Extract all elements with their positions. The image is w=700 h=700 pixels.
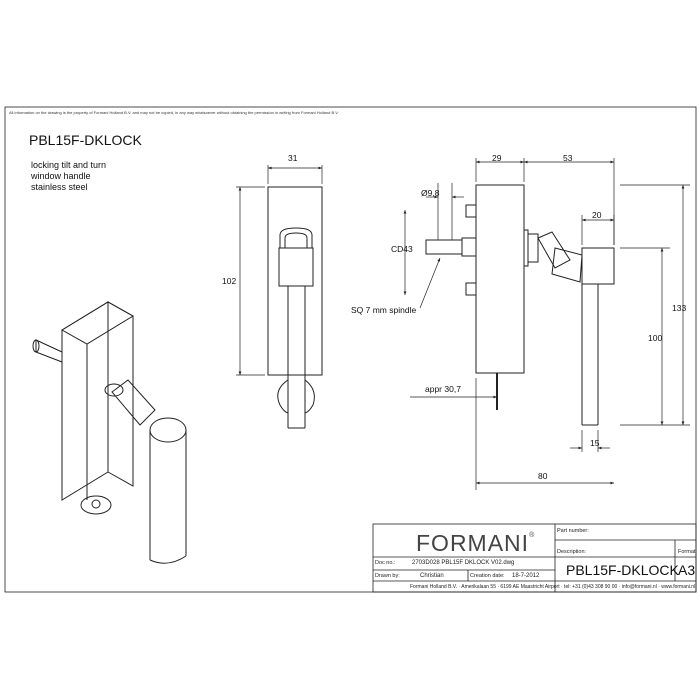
- drawing-title: PBL15F-DKLOCK: [29, 132, 142, 148]
- description-line-3: stainless steel: [31, 182, 88, 192]
- title-block-lines: [372, 523, 697, 593]
- dim-hole-diameter: Ø9,8: [421, 188, 440, 198]
- front-dimensions: [236, 165, 323, 376]
- dim-total-height: 133: [672, 303, 687, 313]
- dim-side-offset: 53: [563, 153, 573, 163]
- description-line-2: window handle: [31, 171, 91, 181]
- isometric-view: [32, 301, 187, 564]
- side-view: [425, 184, 615, 426]
- sheet-frame: [4, 106, 697, 593]
- dim-spindle: SQ 7 mm spindle: [351, 305, 417, 315]
- format-value: A3: [678, 562, 696, 578]
- dim-knuckle-width: 20: [592, 210, 602, 220]
- dim-cylinder: CD43: [391, 244, 413, 254]
- creation-date-value: 18-7-2012: [512, 573, 540, 579]
- description-line-1: locking tilt and turn: [31, 160, 107, 170]
- dim-approx: appr 30,7: [425, 384, 461, 394]
- drawn-by-label: Drawn by:: [375, 573, 400, 579]
- description-value: PBL15F-DKLOCK: [566, 562, 679, 578]
- format-label: Format:: [678, 549, 697, 555]
- dim-grip-width: 15: [590, 438, 600, 448]
- dim-front-width: 31: [288, 153, 298, 163]
- part-number-label: Part number:: [557, 528, 589, 534]
- drawn-by-value: Christian: [420, 573, 444, 579]
- doc-no-label: Doc no.:: [375, 560, 396, 566]
- dim-total-width: 80: [538, 471, 548, 481]
- company-footer: Formani Holland B.V. · Amerikalaan 55 · …: [410, 584, 696, 590]
- description-label: Description:: [557, 549, 587, 555]
- dim-front-height: 102: [222, 276, 237, 286]
- front-view: [267, 186, 323, 429]
- doc-no-value: 2703D028 PBL15F DKLOCK V02.dwg: [412, 560, 515, 566]
- copyright-notice: All information on the drawing is the pr…: [9, 110, 339, 115]
- brand-logo: FORMANI®: [416, 530, 536, 556]
- dim-handle-length: 100: [648, 333, 663, 343]
- dim-side-depth: 29: [492, 153, 502, 163]
- side-dimensions: [403, 158, 690, 490]
- creation-date-label: Creation date:: [470, 573, 505, 579]
